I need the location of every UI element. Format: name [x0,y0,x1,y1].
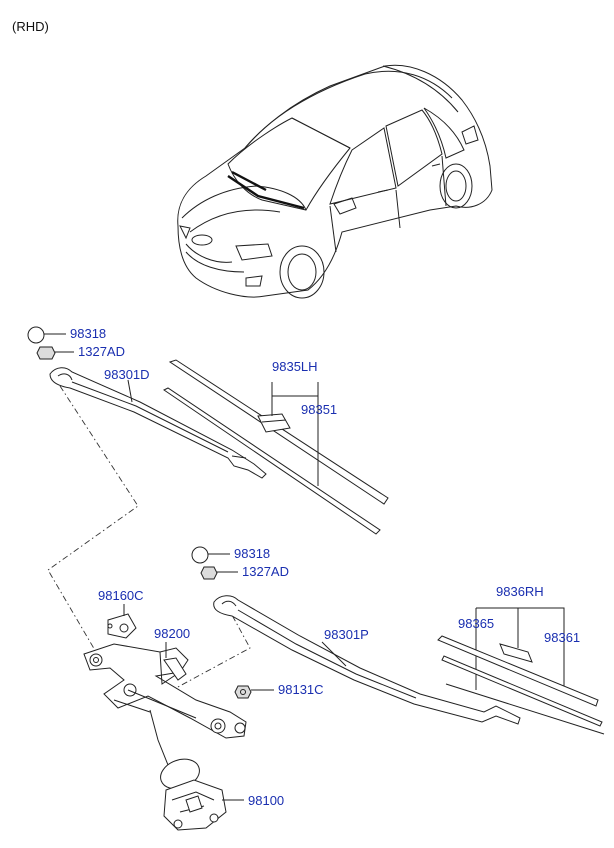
connector-dash-passenger [175,603,251,689]
label-refill-rh: 98365 [458,616,494,631]
label-cap-upper: 98318 [70,326,106,341]
car-illustration [177,64,493,299]
wiper-cap-lower [191,546,209,564]
label-passenger-arm: 98301P [324,627,369,642]
label-nut-lower: 1327AD [242,564,289,579]
rh-wiper-blade [437,635,599,707]
passenger-wiper-arm [213,595,521,725]
variant-label: (RHD) [12,19,49,34]
mounting-bracket [107,613,137,639]
wiper-linkage [83,643,247,771]
rh-refill-strip [445,683,605,735]
wiper-cap-upper [27,326,45,344]
label-cap-lower: 98318 [234,546,270,561]
label-nut-upper: 1327AD [78,344,125,359]
label-bolt: 98131C [278,682,324,697]
label-bracket: 98160C [98,588,144,603]
linkage-bolt [234,685,252,699]
wiper-motor [160,758,227,831]
label-linkage: 98200 [154,626,190,641]
label-blade-rh: 9836RH [496,584,544,599]
label-blade-lh: 9835LH [272,359,318,374]
nut-upper [36,346,56,360]
label-refill-lh: 98351 [301,402,337,417]
connector-dash-driver [47,385,139,653]
lh-wiper-blade [168,359,389,505]
driver-wiper-arm [49,367,267,479]
rh-wiper-refill [441,655,603,727]
lh-wiper-refill [163,387,381,535]
label-motor: 98100 [248,793,284,808]
label-driver-arm: 98301D [104,367,150,382]
nut-lower [200,566,218,580]
label-blade-rh-assy: 98361 [544,630,580,645]
